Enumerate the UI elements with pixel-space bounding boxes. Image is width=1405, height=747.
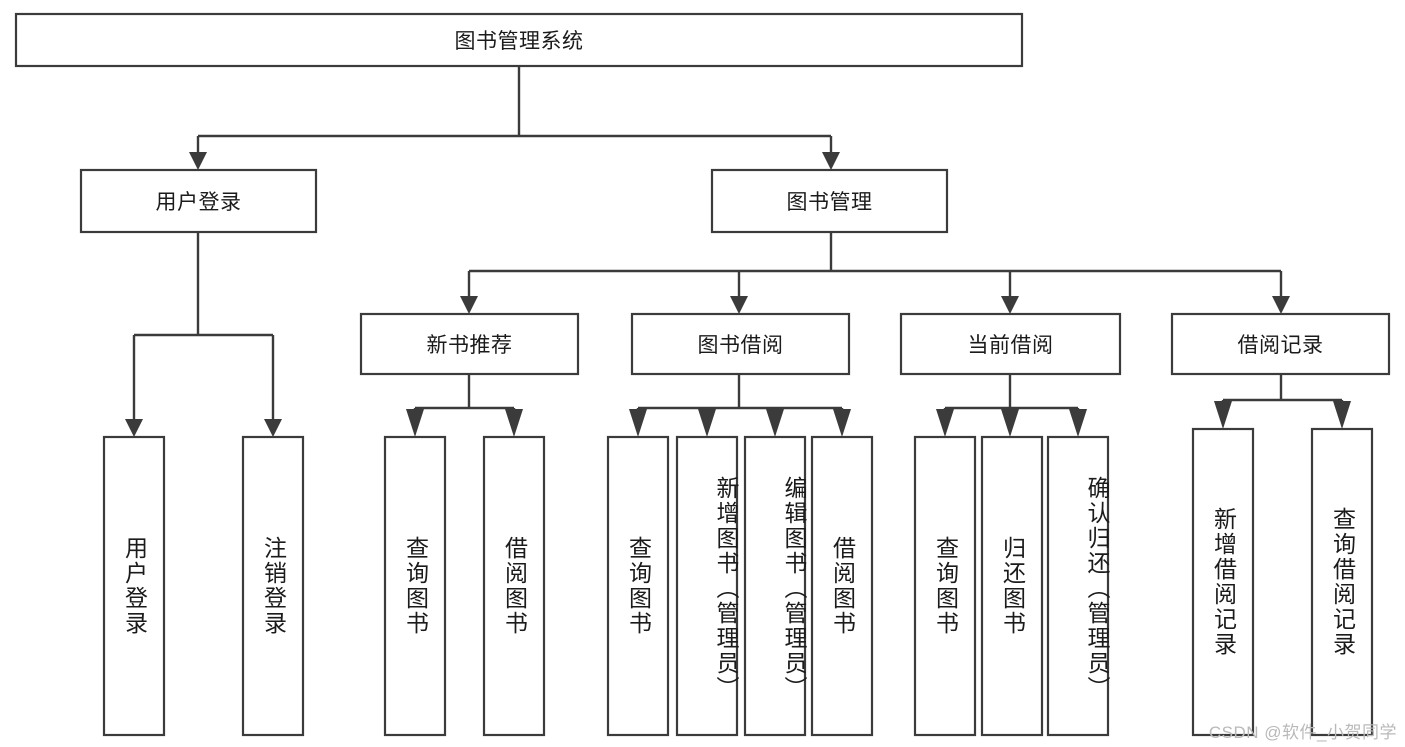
node-box-leaf-bb-1[interactable] [606,435,670,737]
node-box-leaf-user-login-2[interactable] [241,435,305,737]
node-box-leaf-bb-2[interactable] [675,435,739,737]
node-box-leaf-br-2[interactable] [1310,427,1374,737]
node-box-current-borrow[interactable] [899,312,1122,376]
arrow-user-login-leaf-2-icon [264,419,282,437]
node-box-root[interactable] [14,12,1024,68]
node-box-leaf-nbr-1[interactable] [383,435,447,737]
arrow-bb-leaf-1-icon [629,409,647,437]
connector-group-root [189,66,840,170]
connector-group-book-manage [460,232,1290,314]
arrow-bm-to-current-borrow-icon [1001,296,1019,314]
node-box-leaf-user-login-1[interactable] [102,435,166,737]
node-box-leaf-bb-3[interactable] [743,435,807,737]
arrow-bm-to-new-book-icon [460,296,478,314]
arrow-root-to-user-login-icon [189,152,207,170]
arrow-user-login-leaf-1-icon [125,419,143,437]
watermark-text: CSDN @软件_小贺同学 [1208,723,1397,742]
arrow-cb-leaf-2-icon [1001,409,1019,437]
arrow-br-leaf-1-icon [1214,401,1232,429]
arrow-bb-leaf-3-icon [766,409,784,437]
arrow-nbr-leaf-1-icon [406,409,424,437]
node-box-new-book-recommend[interactable] [359,312,580,376]
node-box-user-login[interactable] [79,168,318,234]
node-box-leaf-br-1[interactable] [1191,427,1255,737]
node-box-leaf-cb-3[interactable] [1046,435,1110,737]
node-box-leaf-bb-4[interactable] [810,435,874,737]
arrow-br-leaf-2-icon [1333,401,1351,429]
arrow-bm-to-book-borrow-icon [730,296,748,314]
connector-group-user-login [125,232,282,437]
node-box-book-borrow[interactable] [630,312,851,376]
arrow-cb-leaf-3-icon [1069,409,1087,437]
node-box-book-manage[interactable] [710,168,949,234]
connector-group-new-book-recommend [406,374,523,437]
connector-group-current-borrow [936,374,1087,437]
arrow-root-to-book-manage-icon [822,152,840,170]
arrow-nbr-leaf-2-icon [505,409,523,437]
node-box-leaf-cb-2[interactable] [980,435,1044,737]
arrow-bb-leaf-2-icon [698,409,716,437]
arrow-bm-to-borrow-record-icon [1272,296,1290,314]
arrow-cb-leaf-1-icon [936,409,954,437]
node-box-borrow-record[interactable] [1170,312,1391,376]
node-box-leaf-cb-1[interactable] [913,435,977,737]
node-box-leaf-nbr-2[interactable] [482,435,546,737]
connector-group-borrow-record [1214,374,1351,429]
arrow-bb-leaf-4-icon [833,409,851,437]
connector-group-book-borrow [629,374,851,437]
